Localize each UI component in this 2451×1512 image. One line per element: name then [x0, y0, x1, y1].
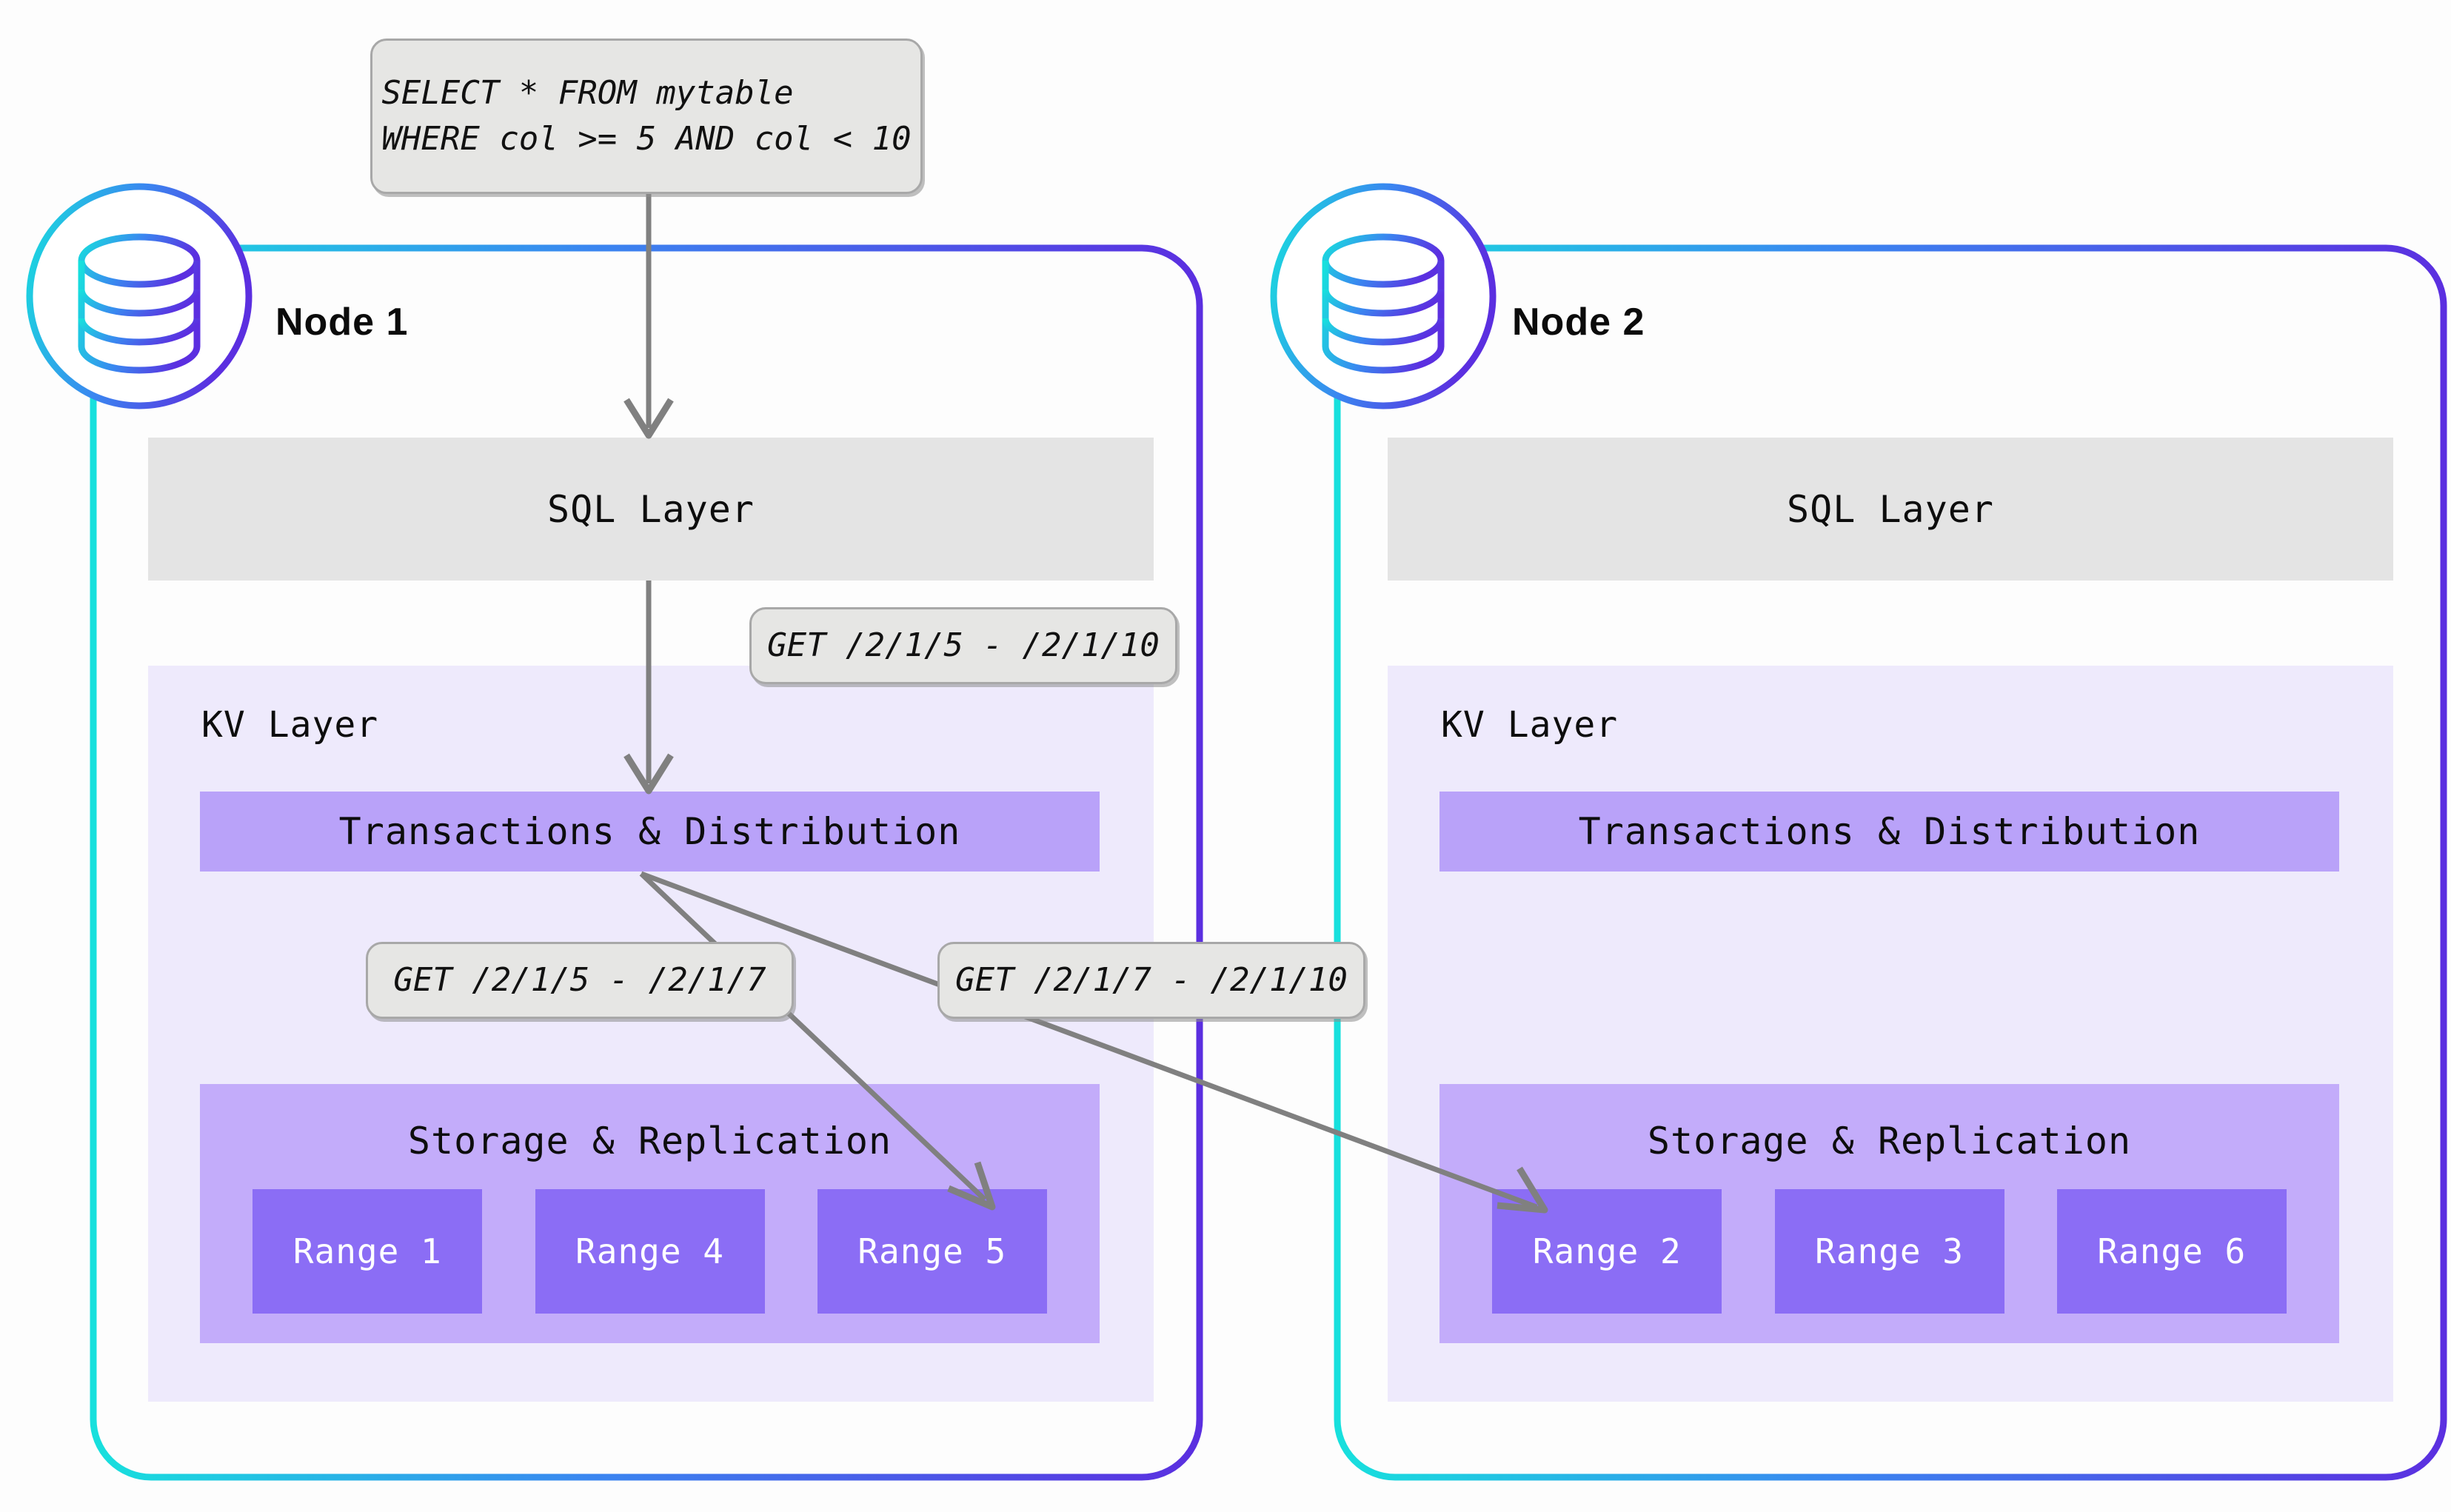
- node-2-title: Node 2: [1512, 301, 1645, 344]
- node-1-transactions-bar[interactable]: Transactions & Distribution: [200, 792, 1100, 872]
- sql-query-line-2: WHERE col >= 5 AND col < 10: [381, 120, 912, 158]
- node-2-kv-layer-label: KV Layer: [1441, 704, 1619, 746]
- node-1-sql-layer[interactable]: SQL Layer: [148, 438, 1154, 581]
- node-2-range-6-label: Range 6: [2097, 1231, 2247, 1271]
- node-2-transactions-label: Transactions & Distribution: [1578, 810, 2201, 853]
- node-2-range-3-label: Range 3: [1815, 1231, 1964, 1271]
- node-2-range-6[interactable]: Range 6: [2056, 1189, 2287, 1314]
- node-2-sql-layer[interactable]: SQL Layer: [1388, 438, 2393, 581]
- range-local-callout: GET /2/1/5 - /2/1/7: [366, 942, 794, 1019]
- node-2-range-2-label: Range 2: [1532, 1231, 1682, 1271]
- node-1-range-1-label: Range 1: [292, 1231, 442, 1271]
- node-2-kv-layer: KV Layer Transactions & Distribution Sto…: [1388, 666, 2393, 1402]
- node-1-range-4[interactable]: Range 4: [535, 1189, 765, 1314]
- node-2-transactions-bar[interactable]: Transactions & Distribution: [1439, 792, 2339, 872]
- node-1-range-5[interactable]: Range 5: [817, 1189, 1047, 1314]
- node-1-range-1[interactable]: Range 1: [253, 1189, 483, 1314]
- range-remote-callout: GET /2/1/7 - /2/1/10: [937, 942, 1365, 1019]
- node-2-database-cylinder-icon: [1270, 183, 1497, 409]
- kv-request-text: GET /2/1/5 - /2/1/10: [767, 626, 1160, 664]
- node-2-range-row: Range 2 Range 3 Range 6: [1439, 1189, 2339, 1314]
- node-1-sql-layer-label: SQL Layer: [547, 487, 755, 531]
- range-local-text: GET /2/1/5 - /2/1/7: [393, 960, 766, 999]
- node-2-storage-label: Storage & Replication: [1647, 1120, 2132, 1163]
- node-1-kv-layer-label: KV Layer: [201, 704, 379, 746]
- node-1-storage-label: Storage & Replication: [407, 1120, 892, 1163]
- node-2-sql-layer-label: SQL Layer: [1787, 487, 1994, 531]
- node-1-storage-box: Storage & Replication Range 1 Range 4 Ra…: [200, 1084, 1100, 1343]
- node-1-range-5-label: Range 5: [857, 1231, 1007, 1271]
- node-1-title: Node 1: [275, 301, 409, 344]
- node-2-storage-box: Storage & Replication Range 2 Range 3 Ra…: [1439, 1084, 2339, 1343]
- arrowhead-query-to-sql-layer: [623, 398, 674, 439]
- node-1-kv-layer: KV Layer Transactions & Distribution Sto…: [148, 666, 1154, 1402]
- sql-query-line-1: SELECT * FROM mytable: [381, 73, 794, 112]
- range-remote-text: GET /2/1/7 - /2/1/10: [955, 960, 1348, 999]
- kv-request-callout: GET /2/1/5 - /2/1/10: [749, 607, 1177, 684]
- node-1-transactions-label: Transactions & Distribution: [338, 810, 961, 853]
- node-2-range-2[interactable]: Range 2: [1492, 1189, 1722, 1314]
- node-2-range-3[interactable]: Range 3: [1774, 1189, 2004, 1314]
- node-1-range-row: Range 1 Range 4 Range 5: [200, 1189, 1100, 1314]
- node-1-database-cylinder-icon: [26, 183, 253, 409]
- node-1-range-4-label: Range 4: [575, 1231, 724, 1271]
